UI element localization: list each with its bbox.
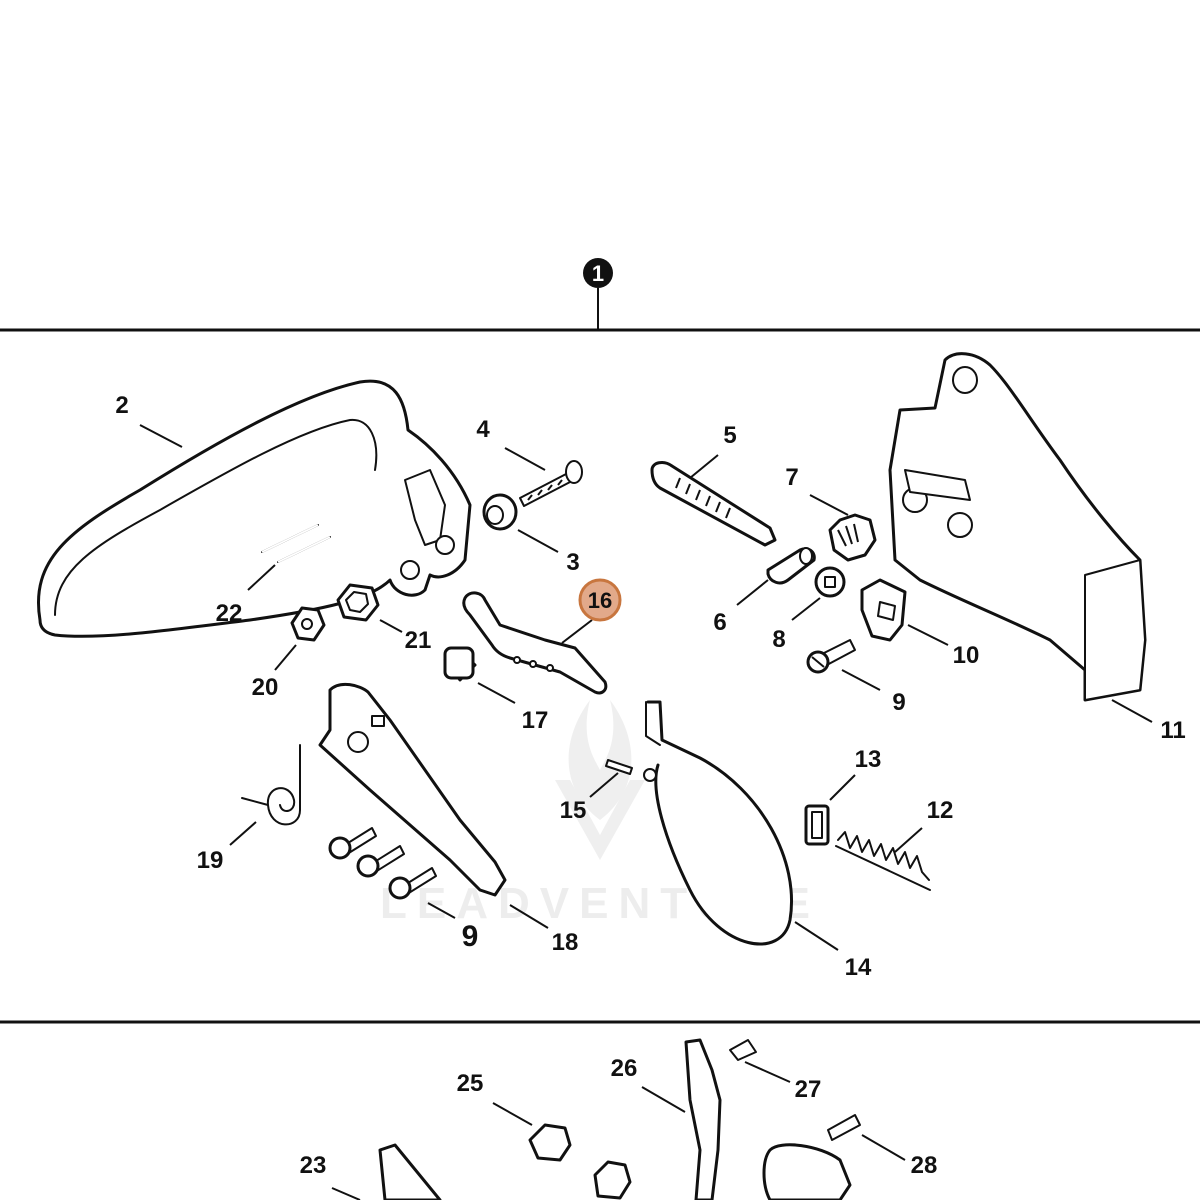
callout-19[interactable]: 19 bbox=[197, 847, 224, 874]
part-15-pin[interactable] bbox=[605, 759, 633, 775]
part-11-sprocket-cover[interactable] bbox=[888, 352, 1147, 702]
part-28-handle[interactable] bbox=[762, 1143, 852, 1200]
part-14-brake-band[interactable] bbox=[643, 700, 793, 946]
part-4-screw[interactable] bbox=[519, 460, 583, 507]
callout-12[interactable]: 12 bbox=[927, 797, 954, 824]
callout-27[interactable]: 27 bbox=[795, 1076, 822, 1103]
callout-4[interactable]: 4 bbox=[476, 416, 490, 443]
part-16-lever[interactable] bbox=[462, 591, 608, 695]
callout-16-badge[interactable] bbox=[578, 578, 622, 622]
part-7-gear[interactable] bbox=[828, 513, 877, 562]
callout-23[interactable]: 23 bbox=[300, 1152, 327, 1179]
part-26-rail[interactable] bbox=[684, 1038, 722, 1200]
part-21-nut[interactable] bbox=[336, 583, 380, 622]
callout-13[interactable]: 13 bbox=[855, 746, 882, 773]
callout-17[interactable]: 17 bbox=[522, 707, 549, 734]
watermark-chevron bbox=[555, 780, 645, 860]
part-2-chain-cover[interactable] bbox=[37, 379, 472, 638]
assembly-badge-label: 1 bbox=[592, 261, 604, 286]
callout-5[interactable]: 5 bbox=[723, 422, 736, 449]
callout-10[interactable]: 10 bbox=[953, 642, 980, 669]
callout-21[interactable]: 21 bbox=[405, 627, 432, 654]
callout-14[interactable]: 14 bbox=[845, 954, 872, 981]
part-25-nut[interactable] bbox=[528, 1123, 572, 1162]
part-9-screws-left[interactable] bbox=[328, 827, 437, 900]
callout-16-label: 16 bbox=[588, 588, 612, 613]
callout-16-highlight[interactable]: 16 bbox=[578, 578, 622, 622]
callout-2[interactable]: 2 bbox=[115, 392, 128, 419]
callout-28[interactable]: 28 bbox=[911, 1152, 938, 1179]
callout-26[interactable]: 26 bbox=[611, 1055, 638, 1082]
lower-parts bbox=[378, 1038, 861, 1200]
part-19-spring[interactable] bbox=[241, 744, 301, 826]
callout-15[interactable]: 15 bbox=[560, 797, 587, 824]
callout-7[interactable]: 7 bbox=[785, 464, 798, 491]
part-23[interactable] bbox=[378, 1143, 442, 1200]
part-28-screw[interactable] bbox=[827, 1114, 861, 1141]
part-10-clip-block[interactable] bbox=[860, 578, 907, 642]
callout-8[interactable]: 8 bbox=[772, 626, 785, 653]
part-17-sleeve[interactable] bbox=[443, 646, 477, 682]
callout-25[interactable]: 25 bbox=[457, 1070, 484, 1097]
callout-9-right[interactable]: 9 bbox=[892, 689, 905, 716]
part-12-spring[interactable] bbox=[835, 831, 931, 891]
callout-11[interactable]: 11 bbox=[1160, 717, 1185, 744]
callout-22[interactable]: 22 bbox=[216, 600, 243, 627]
watermark-logo bbox=[568, 700, 632, 820]
part-13-clip[interactable] bbox=[804, 804, 830, 846]
callout-18[interactable]: 18 bbox=[552, 929, 579, 956]
callout-labels: 2 4 3 5 7 6 8 10 9 11 17 22 21 20 13 12 … bbox=[115, 392, 1185, 1179]
part-5-tensioner-bolt[interactable] bbox=[650, 461, 777, 547]
callout-20[interactable]: 20 bbox=[252, 674, 279, 701]
assembly-badge[interactable] bbox=[583, 258, 613, 288]
leader-lines bbox=[139, 424, 1153, 1200]
part-27-screw[interactable] bbox=[729, 1039, 757, 1061]
part-6-adjuster-pin[interactable] bbox=[766, 547, 816, 585]
callout-6[interactable]: 6 bbox=[713, 609, 726, 636]
callout-3[interactable]: 3 bbox=[566, 549, 579, 576]
callout-9-left[interactable]: 9 bbox=[462, 920, 479, 953]
part-8-spur-washer[interactable] bbox=[814, 566, 846, 598]
part-18-brake-lever[interactable] bbox=[318, 682, 507, 897]
assembly-frame: 1 bbox=[0, 258, 1200, 1024]
part-3-bushing[interactable] bbox=[482, 493, 518, 531]
part-20-hex-nut[interactable] bbox=[290, 606, 326, 642]
part-25-nut-2[interactable] bbox=[593, 1160, 632, 1200]
part-22-pins[interactable] bbox=[261, 524, 331, 563]
part-9-screw-right[interactable] bbox=[806, 639, 856, 674]
